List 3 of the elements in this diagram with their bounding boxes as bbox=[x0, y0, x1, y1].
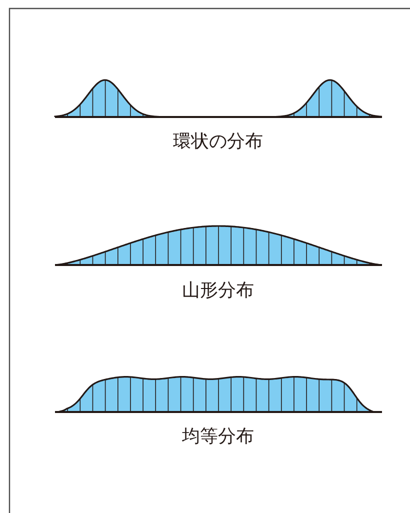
distribution-label: 環状の分布 bbox=[172, 131, 264, 153]
distribution-label: 均等分布 bbox=[181, 426, 255, 448]
distribution-label: 山形分布 bbox=[181, 280, 255, 302]
